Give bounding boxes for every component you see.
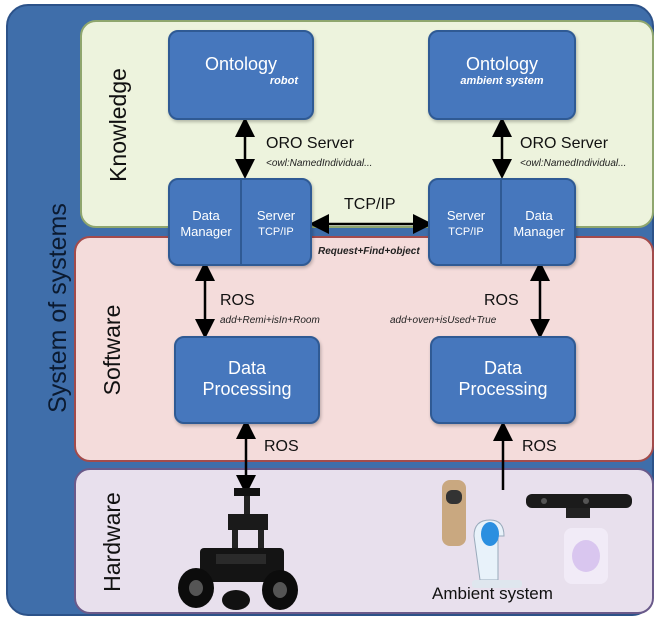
server-ambient-text: Server TCP/IP: [434, 208, 498, 240]
ros-hw-left-label: ROS: [264, 438, 299, 455]
data-manager-divider: [500, 180, 502, 264]
data-manager-divider: [240, 180, 242, 264]
oro-server-right-label: ORO Server: [520, 135, 609, 152]
ambient-devices-image: [442, 480, 632, 588]
ros-right-detail: add+oven+isUsed+True: [390, 315, 497, 326]
ontology-ambient-box: Ontology ambient system: [428, 30, 576, 120]
oro-server-left-label: ORO Server: [266, 135, 355, 152]
ontology-ambient-subtitle: ambient system: [460, 75, 544, 87]
ros-left-label: ROS: [220, 292, 255, 309]
data-processing-robot-box: Data Processing: [174, 336, 320, 424]
dp-ambient-line2: Processing: [458, 379, 548, 399]
oro-server-right-detail: <owl:NamedIndividual...: [520, 158, 627, 169]
data-processing-ambient-box: Data Processing: [430, 336, 576, 424]
data-manager-ambient-text: Data Manager: [506, 208, 572, 240]
ontology-robot-box: Ontology robot: [168, 30, 314, 120]
ontology-robot-subtitle: robot: [269, 75, 298, 87]
data-manager-ambient-box: Server TCP/IP Data Manager: [428, 178, 576, 266]
dp-robot-line1: Data: [227, 358, 267, 378]
tcpip-label: TCP/IP: [344, 196, 396, 213]
srv-robot-line2: TCP/IP: [258, 226, 294, 238]
dm-ambient-line1: Data: [525, 208, 553, 223]
request-find-object-label: Request+Find+object: [318, 246, 420, 257]
dp-robot-line2: Processing: [202, 379, 292, 399]
ros-hw-right-label: ROS: [522, 438, 557, 455]
dm-robot-line1: Data: [192, 208, 220, 223]
data-manager-robot-box: Data Manager Server TCP/IP: [168, 178, 312, 266]
srv-ambient-line2: TCP/IP: [448, 226, 484, 238]
data-manager-robot-text: Data Manager: [176, 208, 236, 240]
dp-ambient-line1: Data: [483, 358, 523, 378]
server-robot-text: Server TCP/IP: [244, 208, 308, 240]
ontology-robot-title: Ontology: [204, 54, 278, 74]
srv-ambient-line1: Server: [446, 208, 486, 223]
robot-image: [178, 488, 298, 610]
dm-ambient-line2: Manager: [513, 224, 565, 239]
hardware-layer: [74, 468, 654, 614]
oro-server-left-detail: <owl:NamedIndividual...: [266, 158, 373, 169]
ros-right-label: ROS: [484, 292, 519, 309]
ambient-system-label: Ambient system: [432, 584, 553, 603]
ontology-ambient-title: Ontology: [465, 54, 539, 74]
srv-robot-line1: Server: [256, 208, 296, 223]
dm-robot-line2: Manager: [180, 224, 232, 239]
ros-left-detail: add+Remi+isIn+Room: [220, 315, 320, 326]
